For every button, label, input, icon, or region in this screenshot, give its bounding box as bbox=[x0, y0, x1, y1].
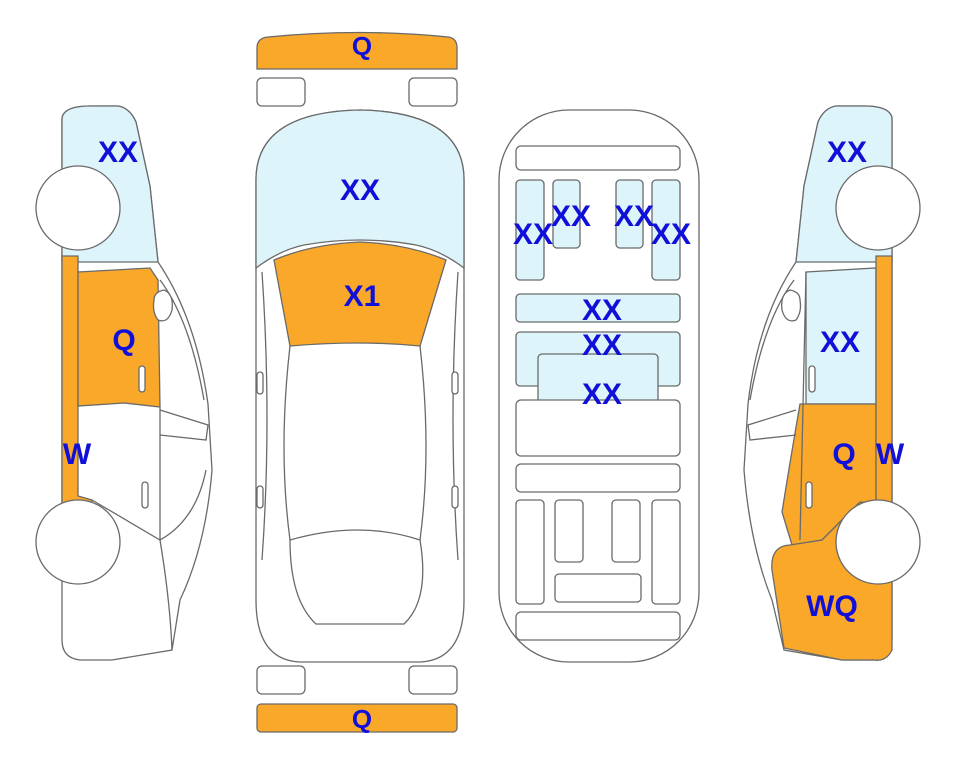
frame-mid-rail bbox=[515, 399, 681, 457]
frame-crossmember-2-label: XX bbox=[582, 329, 622, 362]
top-view-left-a-line bbox=[261, 271, 268, 561]
hood-label: X1 bbox=[344, 280, 381, 313]
front-right-light bbox=[408, 77, 458, 107]
front-bumper-panel bbox=[256, 31, 458, 70]
frame-rear-left-outer bbox=[515, 499, 545, 605]
frame-rear-right-outer bbox=[651, 499, 681, 605]
left-rear-wheel bbox=[35, 499, 121, 585]
frame-right-inner-label: XX bbox=[614, 200, 654, 233]
left-sill-label: W bbox=[63, 438, 92, 471]
rear-left-light bbox=[256, 665, 306, 695]
frame-rear-left-inner bbox=[554, 499, 584, 563]
frame-rear-rail bbox=[515, 463, 681, 493]
right-front-door-label: XX bbox=[820, 326, 860, 359]
frame-left-inner-label: XX bbox=[551, 200, 591, 233]
rear-bumper-panel bbox=[256, 703, 458, 733]
windshield-label: XX bbox=[340, 174, 380, 207]
top-view-right-handle bbox=[451, 485, 459, 509]
right-front-wheel bbox=[835, 165, 921, 251]
top-view-right-a-line bbox=[452, 271, 459, 561]
right-sill-label: W bbox=[876, 438, 905, 471]
frame-crossmember-1 bbox=[515, 293, 681, 323]
right-side-door-line bbox=[747, 409, 797, 441]
frame-center-panel-label: XX bbox=[582, 378, 622, 411]
frame-front-rail bbox=[515, 145, 681, 171]
windshield-panel bbox=[255, 109, 465, 270]
right-front-door-handle bbox=[808, 365, 816, 393]
left-side-rear-door-line bbox=[91, 469, 207, 541]
front-bumper-label: Q bbox=[352, 31, 372, 61]
right-front-fender-label: XX bbox=[827, 136, 867, 169]
left-side-lower-line bbox=[159, 539, 173, 651]
left-front-door-label: Q bbox=[112, 324, 135, 357]
top-view-right-pillar bbox=[419, 345, 427, 541]
frame-left-outer-label: XX bbox=[513, 218, 553, 251]
frame-right-inner bbox=[615, 179, 644, 249]
left-side-door-line bbox=[159, 409, 209, 441]
damage-labels: Q Q XX X1 XX Q W XX XX Q W WQ XX XX XX X… bbox=[63, 31, 905, 734]
frame-right-outer bbox=[651, 179, 681, 281]
top-view-left-mirror bbox=[256, 371, 264, 395]
frame-left-inner bbox=[552, 179, 581, 249]
right-rear-quarter-label: WQ bbox=[806, 590, 858, 623]
top-view bbox=[255, 31, 465, 733]
left-side-mirror bbox=[152, 289, 173, 322]
left-front-door-handle bbox=[138, 365, 146, 393]
left-side-window-line bbox=[159, 279, 205, 401]
rear-right-light bbox=[408, 665, 458, 695]
frame-rear-right-inner bbox=[611, 499, 641, 563]
top-view-right-mirror bbox=[451, 371, 459, 395]
frame-left-outer bbox=[515, 179, 545, 281]
right-rear-door-label: Q bbox=[832, 438, 855, 471]
frame-crossmember-1-label: XX bbox=[582, 294, 622, 327]
right-side-window-line bbox=[749, 279, 795, 401]
front-left-light bbox=[256, 77, 306, 107]
underbody-view bbox=[498, 109, 700, 663]
frame-rear-end-rail bbox=[515, 611, 681, 641]
left-front-fender-label: XX bbox=[98, 136, 138, 169]
rear-bumper-label: Q bbox=[352, 704, 372, 734]
top-view-left-handle bbox=[256, 485, 264, 509]
frame-rear-crossbar bbox=[554, 573, 642, 603]
top-view-rear-window bbox=[289, 529, 424, 625]
right-side-pillar-line bbox=[799, 271, 807, 541]
hood-panel bbox=[273, 241, 447, 347]
right-side-view bbox=[743, 105, 921, 661]
left-side-view bbox=[35, 105, 213, 661]
frame-right-outer-label: XX bbox=[651, 218, 691, 251]
top-view-left-pillar bbox=[283, 345, 291, 541]
left-rear-door-handle bbox=[141, 481, 149, 509]
right-rear-door-handle bbox=[805, 481, 813, 509]
left-front-wheel bbox=[35, 165, 121, 251]
right-side-mirror bbox=[781, 289, 802, 322]
right-rear-wheel bbox=[835, 499, 921, 585]
